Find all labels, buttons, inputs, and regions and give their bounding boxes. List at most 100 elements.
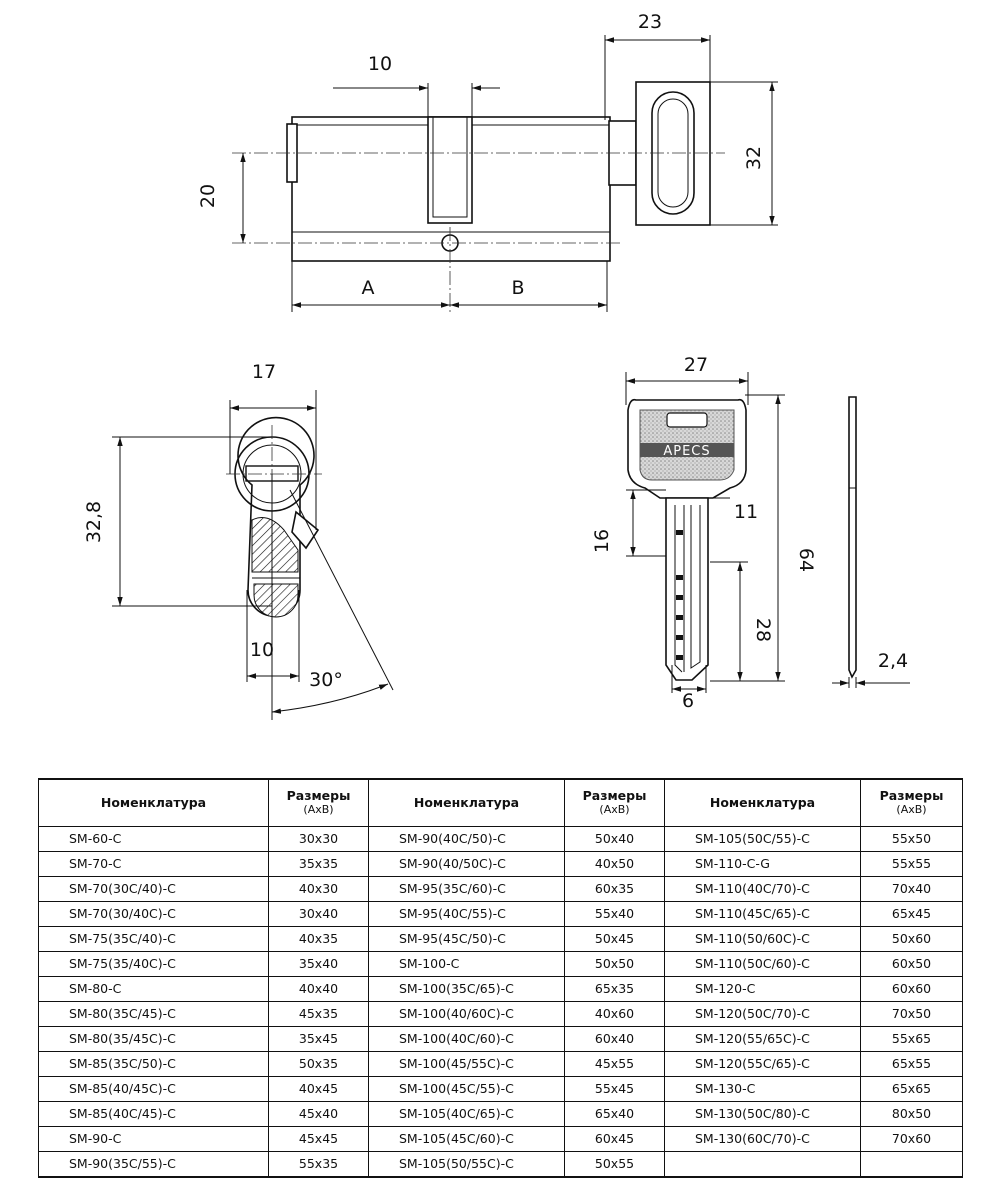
size-cell: 65x40 — [564, 1101, 665, 1127]
product-code-cell: SM-100(45C/55)-C — [368, 1076, 565, 1102]
dim-key-neck: 11 — [734, 501, 758, 523]
product-code-cell: SM-80(35C/45)-C — [38, 1001, 269, 1027]
size-cell: 50x35 — [268, 1051, 369, 1077]
header-name-2: Номенклатура — [368, 778, 565, 827]
size-cell: 40x50 — [564, 851, 665, 877]
cam-slot — [427, 116, 473, 224]
dim-profile-height: 32,8 — [83, 501, 105, 543]
product-code-cell: SM-80-C — [38, 976, 269, 1002]
size-cell: 65x55 — [860, 1051, 963, 1077]
product-code-cell: SM-130(60C/70)-C — [664, 1126, 861, 1152]
technical-drawing: 10 23 32 20 A B — [83, 11, 910, 720]
product-code-cell: SM-80(35/45C)-C — [38, 1026, 269, 1052]
product-code-cell: SM-85(35C/50)-C — [38, 1051, 269, 1077]
dim-key-thickness: 2,4 — [878, 650, 908, 672]
product-code-cell: SM-75(35C/40)-C — [38, 926, 269, 952]
dim-key-tip: 6 — [682, 690, 694, 712]
product-code-cell: SM-75(35/40C)-C — [38, 951, 269, 977]
size-cell: 65x45 — [860, 901, 963, 927]
product-code-cell: SM-130(50C/80)-C — [664, 1101, 861, 1127]
product-code-cell: SM-100(40C/60)-C — [368, 1026, 565, 1052]
product-code-cell: SM-85(40C/45)-C — [38, 1101, 269, 1127]
key-view: APECS 27 64 16 11 — [591, 354, 910, 712]
product-code-cell: SM-120(55C/65)-C — [664, 1051, 861, 1077]
product-code-cell: SM-85(40/45C)-C — [38, 1076, 269, 1102]
key-blade — [665, 497, 709, 681]
product-code-cell: SM-110(50C/60)-C — [664, 951, 861, 977]
product-code-cell: SM-105(40C/65)-C — [368, 1101, 565, 1127]
product-code-cell: SM-100(35C/65)-C — [368, 976, 565, 1002]
size-cell: 55x65 — [860, 1026, 963, 1052]
key-brand: APECS — [663, 444, 710, 459]
product-code-cell: SM-95(35C/60)-C — [368, 876, 565, 902]
product-code-cell: SM-100(45/55C)-C — [368, 1051, 565, 1077]
size-cell: 40x45 — [268, 1076, 369, 1102]
product-code-cell — [664, 1151, 861, 1178]
label-a: A — [362, 277, 375, 299]
product-code-cell: SM-120-C — [664, 976, 861, 1002]
size-cell: 55x45 — [564, 1076, 665, 1102]
size-cell: 30x30 — [268, 826, 369, 852]
product-code-cell: SM-120(50C/70)-C — [664, 1001, 861, 1027]
size-cell: 55x50 — [860, 826, 963, 852]
header-name-1: Номенклатура — [38, 778, 269, 827]
product-code-cell: SM-110(50/60C)-C — [664, 926, 861, 952]
product-code-cell: SM-110(40C/70)-C — [664, 876, 861, 902]
profile-cam — [291, 510, 320, 550]
thumb-turn — [635, 81, 711, 226]
size-cell: 70x60 — [860, 1126, 963, 1152]
dim-key-blade: 28 — [752, 618, 774, 642]
header-name-3: Номенклатура — [664, 778, 861, 827]
size-cell: 40x40 — [268, 976, 369, 1002]
size-cell: 35x40 — [268, 951, 369, 977]
product-code-cell: SM-100(40/60C)-C — [368, 1001, 565, 1027]
size-cell: 50x55 — [564, 1151, 665, 1178]
size-cell — [860, 1151, 963, 1178]
size-cell: 45x35 — [268, 1001, 369, 1027]
dim-angle: 30° — [309, 669, 343, 691]
size-cell: 50x50 — [564, 951, 665, 977]
dim-profile-bottom: 10 — [250, 639, 274, 661]
size-cell: 40x30 — [268, 876, 369, 902]
size-cell: 55x35 — [268, 1151, 369, 1178]
size-cell: 40x60 — [564, 1001, 665, 1027]
size-cell: 65x65 — [860, 1076, 963, 1102]
product-code-cell: SM-90(35C/55)-C — [38, 1151, 269, 1178]
label-b: B — [511, 277, 524, 299]
header-size-2: Размеры(AxB) — [564, 778, 665, 827]
product-code-cell: SM-105(50/55C)-C — [368, 1151, 565, 1178]
size-cell: 55x55 — [860, 851, 963, 877]
product-code-cell: SM-95(45C/50)-C — [368, 926, 565, 952]
size-cell: 60x45 — [564, 1126, 665, 1152]
product-code-cell: SM-90-C — [38, 1126, 269, 1152]
dim-key-shoulder: 16 — [591, 529, 613, 553]
size-cell: 30x40 — [268, 901, 369, 927]
product-code-cell: SM-70-C — [38, 851, 269, 877]
size-cell: 60x35 — [564, 876, 665, 902]
size-cell: 35x35 — [268, 851, 369, 877]
cylinder-side-view: 10 23 32 20 A B — [197, 11, 778, 312]
header-size-1: Размеры(AxB) — [268, 778, 369, 827]
product-code-cell: SM-110-C-G — [664, 851, 861, 877]
size-cell: 45x45 — [268, 1126, 369, 1152]
header-size-3: Размеры(AxB) — [860, 778, 963, 827]
dim-key-width: 27 — [684, 354, 708, 376]
product-code-cell: SM-130-C — [664, 1076, 861, 1102]
product-code-cell: SM-70(30/40C)-C — [38, 901, 269, 927]
size-cell: 55x40 — [564, 901, 665, 927]
cylinder-profile-view: 17 32,8 10 30° — [83, 361, 394, 720]
